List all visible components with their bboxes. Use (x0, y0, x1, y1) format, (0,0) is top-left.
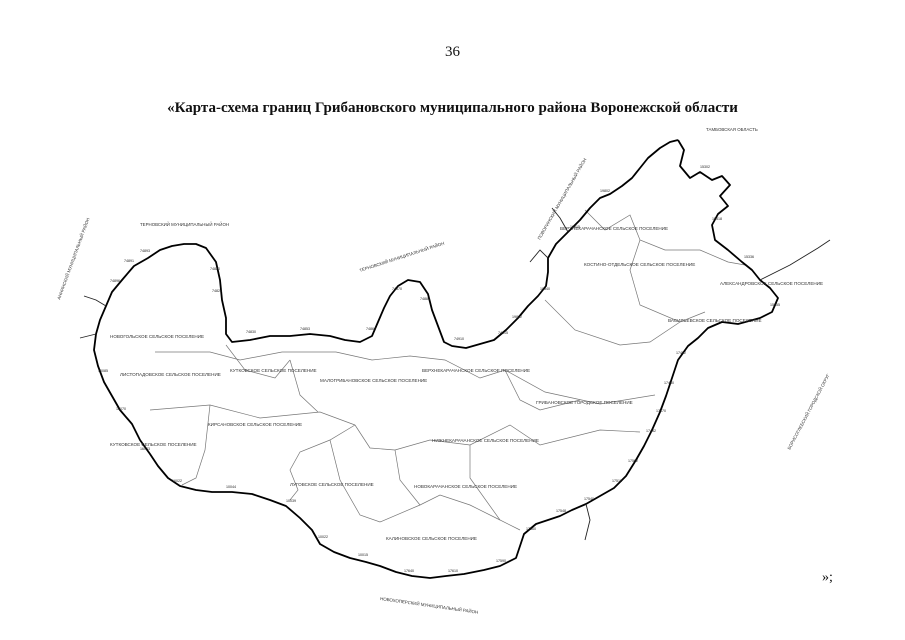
settlement-label: МАЛОГРИБАНОВСКОЕ СЕЛЬСКОЕ ПОСЕЛЕНИЕ (320, 378, 427, 383)
external-boundary-tick (584, 503, 591, 541)
point-label: 74830 (246, 330, 256, 334)
external-boundary-tick (529, 249, 549, 263)
district-boundary (93, 139, 779, 579)
internal-boundary (149, 404, 356, 426)
point-label: 15318 (712, 217, 722, 221)
point-label: 74893 (140, 249, 150, 253)
point-label: 10022 (318, 535, 328, 539)
internal-boundary (504, 369, 581, 411)
region-label-borisoglebsk: БОРИСОГЛЕБСКИЙ ГОРОДСКОЙ ОКРУГ (786, 373, 831, 451)
point-label: 17590 (496, 559, 506, 563)
closing-quote: »; (822, 570, 833, 585)
region-label-novokhopersky: НОВОХОПЕРСКИЙ МУНИЦИПАЛЬНЫЙ РАЙОН (380, 596, 479, 615)
point-label: 74820 (210, 267, 220, 271)
external-boundary-tick (551, 207, 569, 233)
point-label: 15302 (700, 165, 710, 169)
internal-boundary (181, 404, 211, 486)
point-label: 10015 (358, 553, 368, 557)
page-number: 36 (445, 44, 460, 60)
point-label: 17502 (628, 459, 638, 463)
point-label: 16022 (172, 479, 182, 483)
external-boundary-tick (79, 333, 97, 339)
internal-boundary (329, 439, 421, 523)
point-label: 17460 (664, 381, 674, 385)
point-label: 19862 (512, 315, 522, 319)
point-label: 17482 (646, 429, 656, 433)
settlement-label: ВЕРХНЕКАРАЧАНСКОЕ СЕЛЬСКОЕ ПОСЕЛЕНИЕ (560, 226, 668, 231)
settlement-label: КУТКОВСКОЕ СЕЛЬСКОЕ ПОСЕЛЕНИЕ (230, 368, 317, 373)
settlement-label: КУТКОВСКОЕ СЕЛЬСКОЕ ПОСЕЛЕНИЕ (110, 442, 197, 447)
internal-boundary (544, 299, 681, 346)
region-label-ternovsky-2: ТЕРНОВСКИЙ МУНИЦИПАЛЬНЫЙ РАЙОН (359, 241, 445, 273)
point-label: 15355 (770, 303, 780, 307)
settlement-label: КАЛИНОВСКОЕ СЕЛЬСКОЕ ПОСЕЛЕНИЕ (386, 536, 477, 541)
external-boundary-tick (759, 239, 831, 281)
point-label: 19815 (570, 225, 580, 229)
internal-boundaries (149, 209, 746, 531)
point-label: 74870 (392, 287, 402, 291)
boundary-point-labels: 74891 74893 74896 74820 74824 74830 7485… (98, 165, 780, 573)
point-label: 17548 (556, 509, 566, 513)
point-label: 15336 (744, 255, 754, 259)
internal-boundary (394, 449, 501, 521)
point-label: 74880 (420, 297, 430, 301)
external-boundary-ticks (79, 207, 831, 541)
external-boundary-tick (83, 295, 107, 307)
region-label-anninsky: АННИНСКИЙ МУНИЦИПАЛЬНЫЙ РАЙОН (56, 217, 90, 300)
point-label: 17540 (584, 497, 594, 501)
point-label: 74896 (110, 279, 120, 283)
settlement-label: НИЖНЕКАРАЧАНСКОЕ СЕЛЬСКОЕ ПОСЕЛЕНИЕ (432, 438, 539, 443)
point-label: 17560 (526, 527, 536, 531)
internal-boundary (335, 351, 656, 405)
point-label: 19840 (540, 287, 550, 291)
internal-boundary (469, 445, 521, 531)
settlement-label: КОСТИНО-OТДЕЛЬСКОЕ СЕЛЬСКОЕ ПОСЕЛЕНИЕ (584, 262, 695, 267)
region-label-ternovsky: ТЕРНОВСКИЙ МУНИЦИПАЛЬНЫЙ РАЙОН (140, 222, 229, 227)
point-label: 74915 (498, 331, 508, 335)
point-label: 74860 (366, 327, 376, 331)
settlement-label: ВЕРХНЕКАРАЧАНСКОЕ СЕЛЬСКОЕ ПОСЕЛЕНИЕ (422, 368, 530, 373)
point-label: 17452 (676, 351, 686, 355)
settlement-label: АЛЕКСАНДРОВСКОЕ СЕЛЬСКОЕ ПОСЕЛЕНИЕ (720, 281, 823, 286)
point-label: 17610 (448, 569, 458, 573)
point-label: 10039 (286, 499, 296, 503)
point-label: 17640 (404, 569, 414, 573)
settlement-label: ВАСИЛЬЕВСКОЕ СЕЛЬСКОЕ ПОСЕЛЕНИЕ (668, 318, 762, 323)
point-label: 74891 (124, 259, 134, 263)
internal-boundary (629, 239, 706, 323)
settlement-label: НОВОКАРАЧАНСКОЕ СЕЛЬСКОЕ ПОСЕЛЕНИЕ (414, 484, 517, 489)
settlement-label: НОВОГОЛЬСКОЕ СЕЛЬСКОЕ ПОСЕЛЕНИЕ (110, 334, 204, 339)
point-label: 74910 (454, 337, 464, 341)
region-label-tambov: ТАМБОВСКАЯ ОБЛАСТЬ (706, 127, 758, 132)
internal-boundary (225, 344, 291, 379)
point-label: 19802 (600, 189, 610, 193)
point-label: 17470 (656, 409, 666, 413)
point-label: 74853 (300, 327, 310, 331)
internal-boundary (289, 359, 319, 413)
point-label: 17512 (612, 479, 622, 483)
point-label: 74824 (212, 289, 222, 293)
settlement-label: КИРСАНОВСКОЕ СЕЛЬСКОЕ ПОСЕЛЕНИЕ (208, 422, 302, 427)
point-label: 16070 (116, 407, 126, 411)
internal-boundary (289, 424, 356, 501)
point-label: 16085 (98, 369, 108, 373)
internal-boundary (155, 351, 336, 361)
map-title: «Карта-схема границ Грибановского муници… (167, 100, 738, 116)
internal-boundary (584, 209, 746, 266)
point-label: 16033 (140, 447, 150, 451)
settlement-label: ЛУГОВСКОЕ СЕЛЬСКОЕ ПОСЕЛЕНИЕ (290, 482, 374, 487)
point-label: 10044 (226, 485, 236, 489)
settlement-label: ЛИСТОПАДОВСКОЕ СЕЛЬСКОЕ ПОСЕЛЕНИЕ (120, 372, 221, 377)
settlement-labels: КУТКОВСКОЕ СЕЛЬСКОЕ ПОСЕЛЕНИЕ КИРСАНОВСК… (110, 226, 823, 541)
settlement-label: ГРИБАНОВСКОЕ ГОРОДСКОЕ ПОСЕЛЕНИЕ (536, 400, 633, 405)
